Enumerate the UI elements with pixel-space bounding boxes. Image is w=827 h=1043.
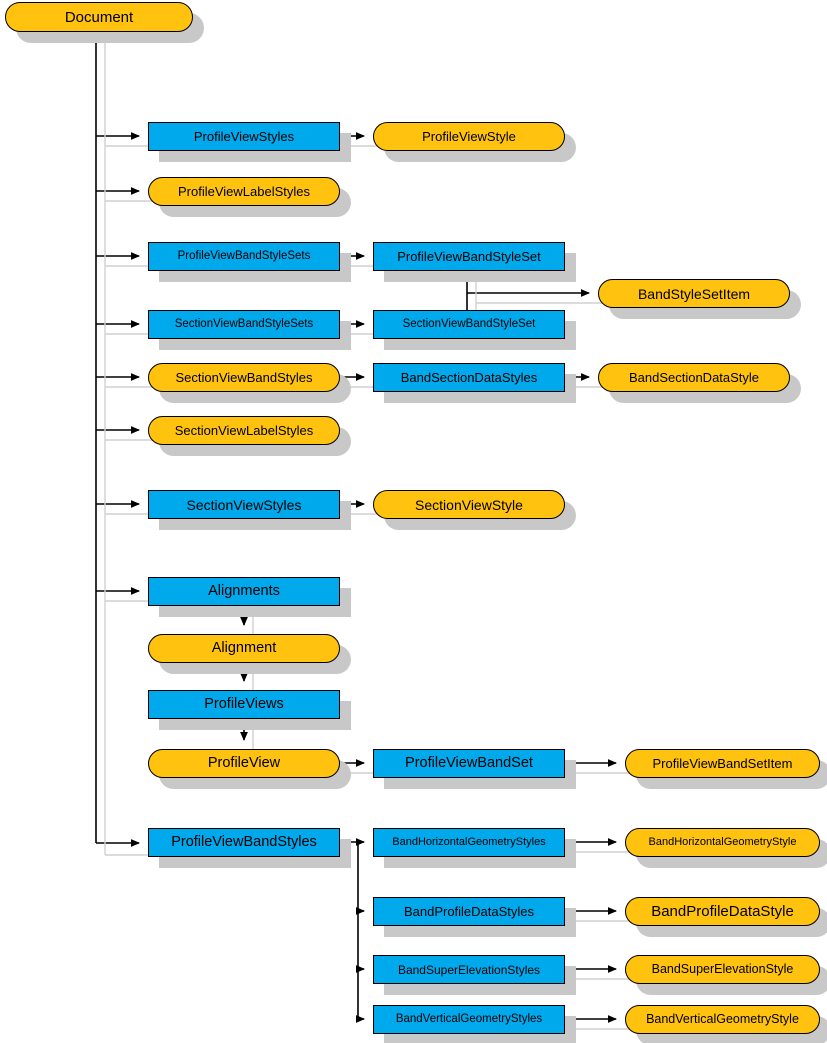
node-label: SectionViewBandStyles (175, 370, 313, 385)
node-label: BandProfileDataStyles (403, 904, 535, 919)
node-label: Document (64, 8, 134, 26)
node-sectionviewbandstyles[interactable]: SectionViewBandStyles (148, 363, 340, 392)
node-label: ProfileViewBandStyles (171, 834, 317, 851)
node-bandstylesetitem[interactable]: BandStyleSetItem (598, 279, 790, 308)
node-alignments[interactable]: Alignments (148, 577, 340, 606)
node-sectionviewbandstylesets[interactable]: SectionViewBandStyleSets (148, 310, 340, 339)
node-bandprofiledatastyle[interactable]: BandProfileDataStyle (625, 897, 820, 926)
node-label: BandHorizontalGeometryStyle (648, 836, 797, 848)
node-profileviews[interactable]: ProfileViews (148, 690, 340, 719)
node-profileviewbandset[interactable]: ProfileViewBandSet (373, 749, 565, 778)
node-label: ProfileViewLabelStyles (178, 184, 310, 199)
node-bandverticalgeometrystyle[interactable]: BandVerticalGeometryStyle (625, 1005, 820, 1034)
node-label: ProfileViewBandSet (405, 755, 533, 772)
node-sectionviewstyle[interactable]: SectionViewStyle (373, 490, 565, 519)
node-label: ProfileViewBandStyleSet (397, 249, 541, 264)
node-label: Alignment (211, 640, 277, 657)
node-label: BandVerticalGeometryStyle (646, 1012, 799, 1027)
node-label: BandSectionDataStyle (628, 370, 760, 385)
node-label: BandVerticalGeometryStyles (395, 1012, 543, 1025)
node-label: ProfileViewBandSetItem (652, 756, 793, 771)
node-profileviewstyles[interactable]: ProfileViewStyles (148, 122, 340, 151)
node-label: SectionViewLabelStyles (174, 423, 314, 438)
node-bandprofiledatastyles[interactable]: BandProfileDataStyles (373, 897, 565, 926)
node-alignment[interactable]: Alignment (148, 634, 340, 663)
node-profileviewstyle[interactable]: ProfileViewStyle (373, 122, 565, 151)
node-label: BandHorizontalGeometryStyles (392, 836, 546, 848)
node-label: ProfileViewStyles (193, 129, 295, 144)
node-bandsectiondatastyle[interactable]: BandSectionDataStyle (598, 363, 790, 392)
node-label: ProfileViews (204, 696, 284, 713)
node-profileview[interactable]: ProfileView (148, 749, 340, 778)
node-profileviewbandsetitem[interactable]: ProfileViewBandSetItem (625, 749, 820, 778)
node-bandhorizontalgeometrystyle[interactable]: BandHorizontalGeometryStyle (625, 828, 820, 857)
node-profileviewbandstylesets[interactable]: ProfileViewBandStyleSets (148, 242, 340, 271)
node-bandsectiondatastyles[interactable]: BandSectionDataStyles (373, 363, 565, 392)
node-profileviewlabelstyles[interactable]: ProfileViewLabelStyles (148, 177, 340, 206)
node-bandhorizontalgeometrystyles[interactable]: BandHorizontalGeometryStyles (373, 828, 565, 857)
node-label: SectionViewStyles (186, 496, 302, 513)
node-sectionviewbandstyleset[interactable]: SectionViewBandStyleSet (373, 310, 565, 339)
node-label: BandStyleSetItem (637, 285, 751, 302)
node-sectionviewstyles[interactable]: SectionViewStyles (148, 490, 340, 519)
node-label: ProfileViewStyle (422, 129, 516, 144)
node-label: ProfileViewBandStyleSets (177, 249, 311, 262)
node-label: SectionViewBandStyleSets (174, 317, 314, 330)
node-label: BandSuperElevationStyle (651, 962, 794, 977)
node-document[interactable]: Document (5, 2, 193, 32)
node-profileviewbandstyleset[interactable]: ProfileViewBandStyleSet (373, 242, 565, 271)
node-bandverticalgeometrystyles[interactable]: BandVerticalGeometryStyles (373, 1005, 565, 1034)
node-label: BandProfileDataStyle (651, 903, 794, 920)
node-sectionviewlabelstyles[interactable]: SectionViewLabelStyles (148, 416, 340, 445)
node-label: BandSectionDataStyles (400, 370, 538, 385)
node-label: SectionViewStyle (415, 496, 523, 513)
node-label: BandSuperElevationStyles (397, 962, 541, 977)
node-label: Alignments (208, 583, 280, 600)
node-profileviewbandstyles[interactable]: ProfileViewBandStyles (148, 828, 340, 857)
node-label: SectionViewBandStyleSet (402, 317, 536, 330)
node-label: ProfileView (207, 755, 281, 772)
node-bandsuperelevationstyles[interactable]: BandSuperElevationStyles (373, 955, 565, 984)
node-bandsuperelevationstyle[interactable]: BandSuperElevationStyle (625, 955, 820, 984)
